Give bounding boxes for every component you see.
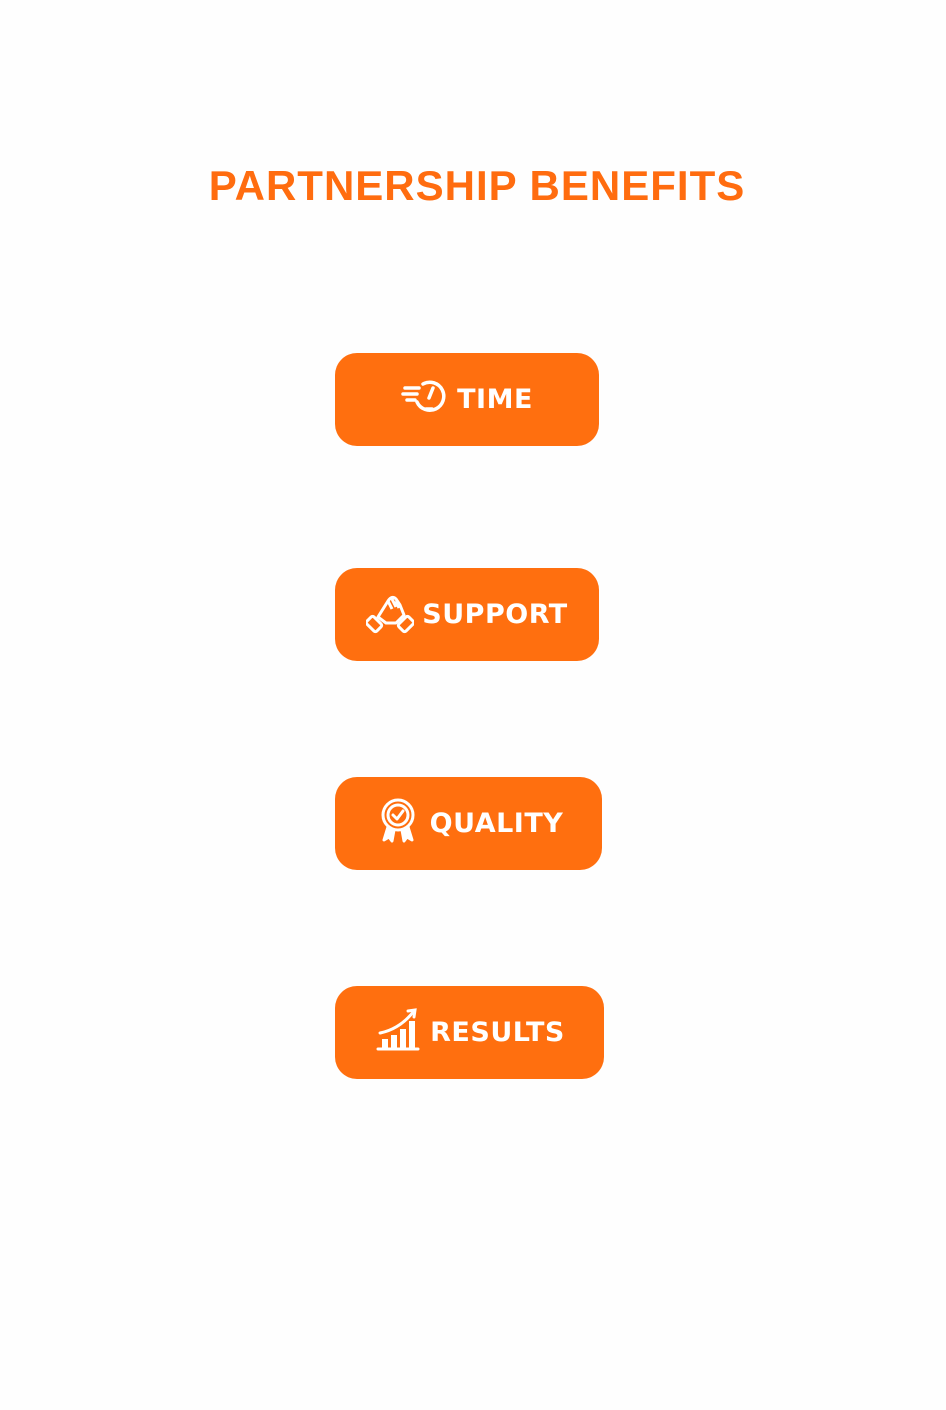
time-button[interactable]: TIME	[335, 353, 599, 446]
support-label: SUPPORT	[422, 599, 568, 630]
award-badge-icon	[374, 796, 422, 851]
results-button[interactable]: RESULTS	[335, 986, 604, 1079]
support-button[interactable]: SUPPORT	[335, 568, 599, 661]
results-label: RESULTS	[430, 1017, 565, 1048]
speedometer-icon	[401, 372, 449, 427]
quality-label: QUALITY	[429, 808, 564, 839]
growth-chart-icon	[374, 1005, 422, 1060]
page-title: PARTNERSHIP BENEFITS	[208, 162, 746, 209]
quality-button[interactable]: QUALITY	[335, 777, 602, 870]
time-label: TIME	[457, 384, 533, 415]
handshake-icon	[365, 587, 416, 642]
